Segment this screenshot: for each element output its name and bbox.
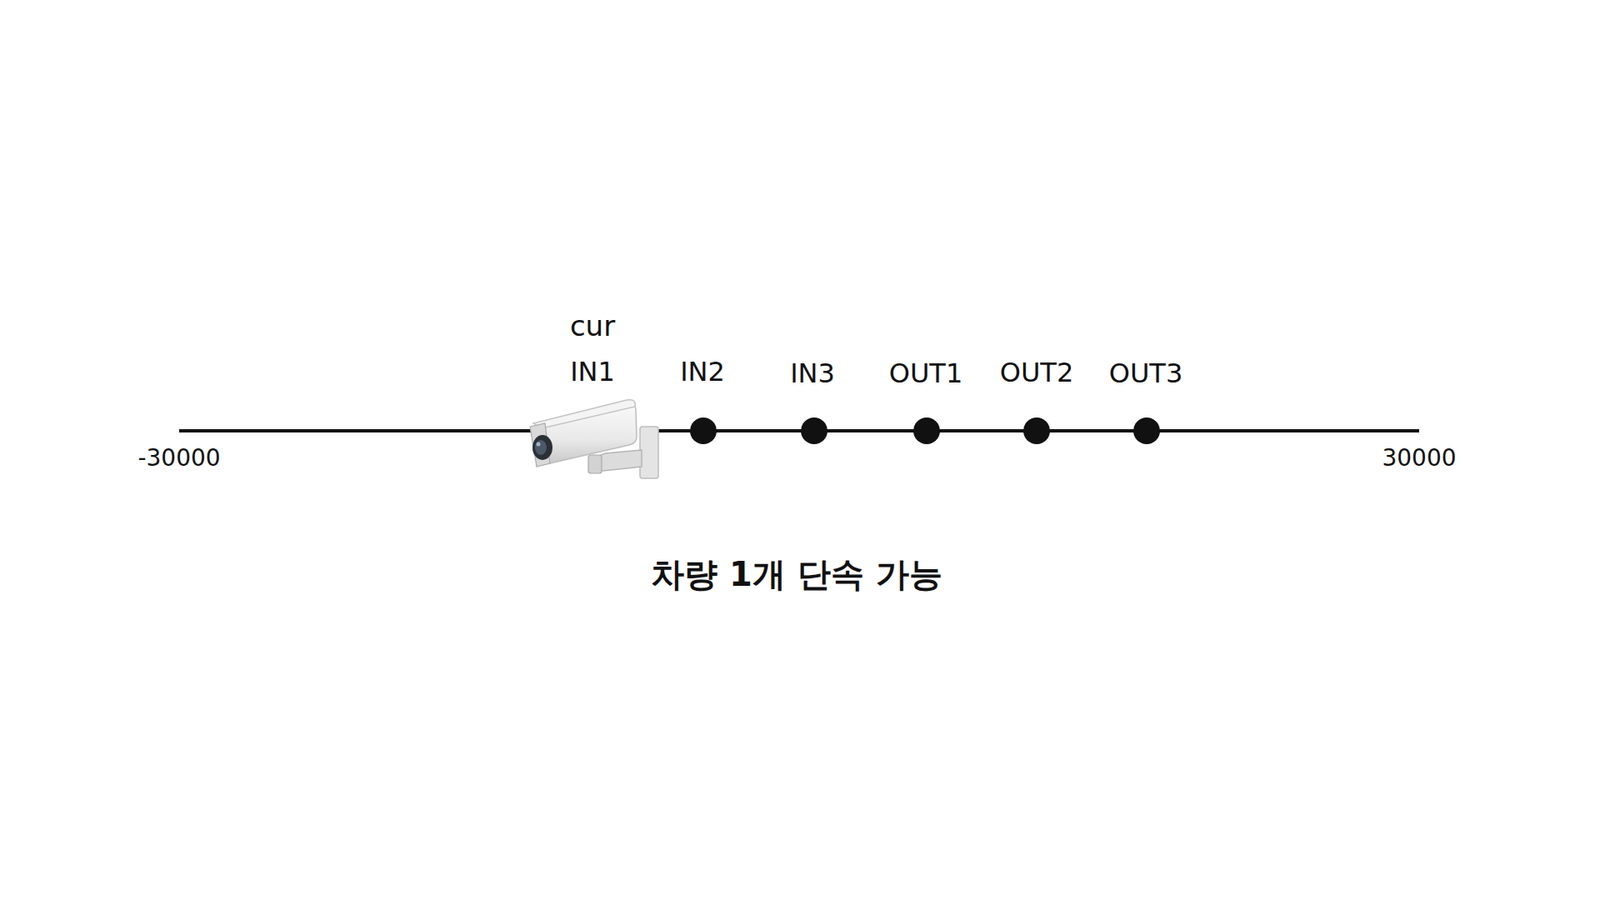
point-dot [913, 417, 940, 445]
caption: 차량 1개 단속 가능 [650, 555, 943, 593]
point-label: IN3 [790, 359, 835, 389]
point-label: cur [570, 310, 615, 342]
camera-icon [530, 400, 659, 479]
point-label: OUT2 [1000, 358, 1075, 388]
point-dot [800, 417, 828, 445]
point-label: OUT1 [889, 359, 964, 389]
axis-limit: -30000 [137, 445, 220, 472]
point-markers [690, 417, 1160, 445]
point-dot [1133, 417, 1160, 445]
point-label: IN2 [680, 357, 725, 387]
point-label: OUT3 [1109, 359, 1184, 389]
point-dot [1023, 417, 1050, 445]
axis-limit: 30000 [1381, 445, 1456, 472]
axis-line [179, 429, 534, 433]
point-label: IN1 [570, 357, 615, 387]
point-dot [690, 417, 717, 445]
